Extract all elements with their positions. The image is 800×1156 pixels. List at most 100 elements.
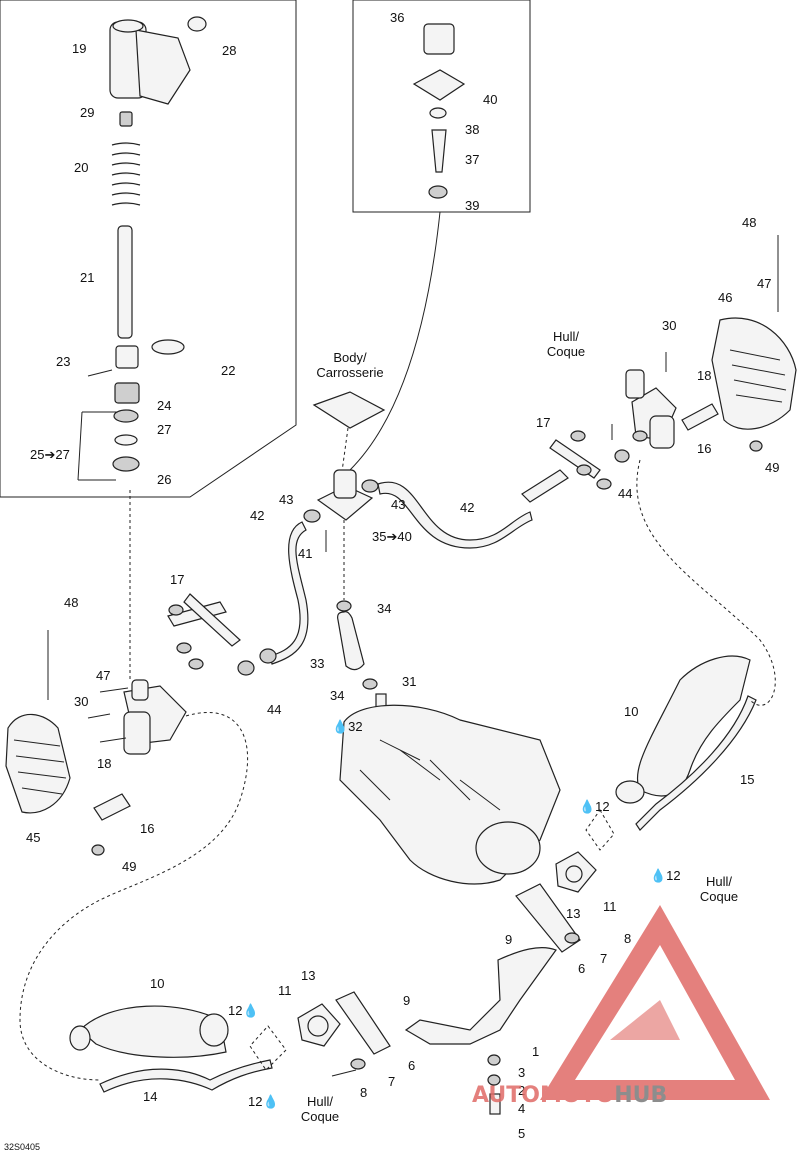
top-inset-parts [349, 23, 466, 471]
callout-6: 6 [578, 961, 585, 976]
automotohub-watermark: AUTOMOTOHUB [472, 905, 770, 1108]
callout-3: 3 [518, 1065, 525, 1080]
note-line1: Hull/ [706, 874, 732, 889]
watermark-auto: AUTO [472, 1083, 540, 1108]
note-line2: Coque [301, 1109, 339, 1124]
callout-10: 10 [150, 976, 164, 991]
callout-7: 7 [600, 951, 607, 966]
callout-5: 5 [518, 1126, 525, 1141]
watermark-hub: HUB [614, 1083, 667, 1108]
callout-24: 24 [157, 398, 171, 413]
callout-15: 15 [740, 772, 754, 787]
callout-18: 18 [697, 368, 711, 383]
callout-38: 38 [465, 122, 479, 137]
callout-34: 34 [377, 601, 391, 616]
callout-17: 17 [170, 572, 184, 587]
callout-49: 49 [765, 460, 779, 475]
callout-9: 9 [505, 932, 512, 947]
callout-3540: 35➔40 [372, 529, 412, 544]
callout-10: 10 [624, 704, 638, 719]
callout-49: 49 [122, 859, 136, 874]
callout-16: 16 [697, 441, 711, 456]
routing-path-left [19, 711, 249, 1081]
top-inset-frame [352, 0, 531, 213]
note-line1: Hull/ [553, 329, 579, 344]
callout-23: 23 [56, 354, 70, 369]
note-line2: Carrosserie [316, 365, 383, 380]
callout-21: 21 [80, 270, 94, 285]
callout-47: 47 [96, 668, 110, 683]
callout-42: 42 [460, 500, 474, 515]
callout-43: 43 [391, 497, 405, 512]
callout-36: 36 [390, 10, 404, 25]
callout-8: 8 [360, 1085, 367, 1100]
hose-42-left [269, 521, 309, 665]
watermark-moto: MOTO [540, 1083, 614, 1108]
callout-44: 44 [618, 486, 632, 501]
callout-34: 34 [330, 688, 344, 703]
callout-48: 48 [64, 595, 78, 610]
callout-43: 43 [279, 492, 293, 507]
callout-37: 37 [465, 152, 479, 167]
central-fitting [303, 391, 387, 713]
callout-22: 22 [221, 363, 235, 378]
callout-44: 44 [267, 702, 281, 717]
callout-2527: 25➔27 [30, 447, 70, 462]
callout-18: 18 [97, 756, 111, 771]
routing-path-right [636, 459, 776, 706]
callout-7: 7 [388, 1074, 395, 1089]
note-line2: Coque [547, 344, 585, 359]
engine-block [339, 704, 561, 885]
note-line2: Coque [700, 889, 738, 904]
callout-20: 20 [74, 160, 88, 175]
note-line1: Hull/ [307, 1094, 333, 1109]
callout-1: 1 [532, 1044, 539, 1059]
callout-9: 9 [403, 993, 410, 1008]
left-inset-parts [77, 16, 207, 680]
reference-code: 32S0405 [4, 1142, 40, 1152]
body-hull-notes: Body/CarrosserieHull/CoqueHull/CoqueHull… [301, 329, 738, 1124]
callout-28: 28 [222, 43, 236, 58]
callout-40: 40 [483, 92, 497, 107]
callout-45: 45 [26, 830, 40, 845]
callout-27: 27 [157, 422, 171, 437]
hose-42-right [377, 481, 533, 549]
callout-31: 31 [402, 674, 416, 689]
callout-14: 14 [143, 1089, 157, 1104]
right-lower-hoses [404, 655, 757, 1115]
callout-13: 13 [301, 968, 315, 983]
callout-33: 33 [310, 656, 324, 671]
callout-12: 💧12 [650, 868, 681, 883]
callout-30: 30 [74, 694, 88, 709]
note-line1: Body/ [333, 350, 367, 365]
callout-42: 42 [250, 508, 264, 523]
left-lower-hoses [69, 991, 391, 1093]
callout-8: 8 [624, 931, 631, 946]
callout-11: 11 [603, 899, 617, 914]
callout-16: 16 [140, 821, 154, 836]
left-middle-pump [5, 593, 277, 856]
callout-13: 13 [566, 906, 580, 921]
callout-2: 2 [518, 1083, 525, 1098]
note-label: Hull/Coque [547, 329, 585, 359]
callout-47: 47 [757, 276, 771, 291]
callout-11: 11 [278, 983, 292, 998]
callout-48: 48 [742, 215, 756, 230]
callout-41: 41 [298, 546, 312, 561]
callout-12: 💧12 [579, 799, 610, 814]
callout-46: 46 [718, 290, 732, 305]
callout-12: 12💧 [228, 1003, 259, 1018]
note-label: Body/Carrosserie [316, 350, 383, 380]
left-inset-frame [0, 0, 297, 498]
callout-17: 17 [536, 415, 550, 430]
note-label: Hull/Coque [700, 874, 738, 904]
note-label: Hull/Coque [301, 1094, 339, 1124]
callout-19: 19 [72, 41, 86, 56]
callout-32: 💧32 [332, 719, 363, 734]
callout-4: 4 [518, 1101, 525, 1116]
callout-30: 30 [662, 318, 676, 333]
callout-12: 12💧 [248, 1094, 279, 1109]
callout-26: 26 [157, 472, 171, 487]
watermark-triangle-icon [540, 905, 770, 1100]
